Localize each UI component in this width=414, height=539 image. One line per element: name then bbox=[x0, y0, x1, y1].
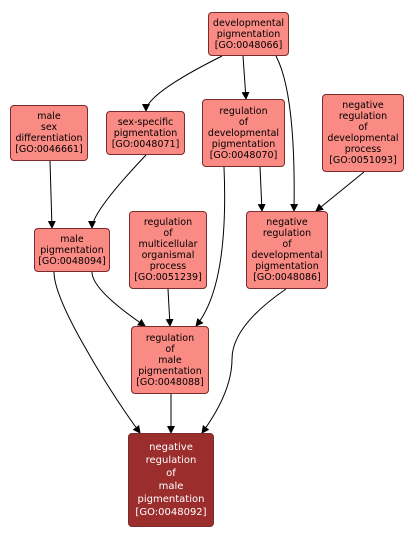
node-line: of bbox=[238, 116, 249, 128]
node-line: male bbox=[158, 354, 182, 366]
node-negative-regulation-of-developmental-process[interactable]: negative regulation of developmental pro… bbox=[322, 94, 404, 172]
node-line: pigmentation bbox=[113, 127, 178, 139]
node-line: pigmentation bbox=[216, 28, 281, 40]
node-line: [GO:0051239] bbox=[134, 272, 202, 283]
node-line: multicellular bbox=[138, 239, 198, 250]
node-line: pigmentation bbox=[255, 261, 319, 272]
node-line: pigmentation bbox=[138, 365, 202, 377]
node-negative-regulation-of-developmental-pigmentation[interactable]: negative regulation of developmental pig… bbox=[246, 211, 328, 289]
node-line: regulation bbox=[219, 105, 268, 117]
edge-arrow bbox=[195, 166, 226, 327]
edge-arrow bbox=[142, 55, 223, 112]
node-line: process bbox=[149, 261, 187, 272]
edge-arrow bbox=[88, 154, 147, 229]
node-regulation-of-male-pigmentation[interactable]: regulation of male pigmentation [GO:0048… bbox=[131, 326, 209, 394]
node-line: organismal bbox=[141, 250, 195, 261]
node-line: pigmentation bbox=[40, 244, 104, 256]
edge-arrow bbox=[165, 288, 174, 327]
node-line: of bbox=[166, 468, 176, 479]
node-line: of bbox=[163, 228, 173, 239]
node-male-pigmentation[interactable]: male pigmentation [GO:0048094] bbox=[34, 228, 110, 272]
node-sex-specific-pigmentation[interactable]: sex-specific pigmentation [GO:0048071] bbox=[106, 111, 185, 155]
node-line: pigmentation bbox=[211, 138, 276, 150]
node-line: male bbox=[158, 481, 184, 492]
node-line: [GO:0048071] bbox=[111, 138, 180, 150]
node-line: [GO:0051093] bbox=[329, 155, 397, 166]
node-line: regulation bbox=[262, 228, 312, 239]
node-line: [GO:0048088] bbox=[136, 376, 204, 388]
node-line: sex-specific bbox=[117, 116, 174, 128]
node-line: of bbox=[358, 122, 368, 133]
node-line: regulation bbox=[143, 217, 193, 228]
node-line: negative bbox=[266, 217, 308, 228]
node-line: regulation bbox=[338, 111, 388, 122]
node-line: male bbox=[37, 111, 61, 122]
node-negative-regulation-of-male-pigmentation[interactable]: negative regulation of male pigmentation… bbox=[128, 433, 214, 527]
edge-arrow bbox=[47, 160, 56, 229]
edge-arrow bbox=[91, 271, 146, 327]
node-line: process bbox=[344, 144, 382, 155]
node-line: developmental bbox=[212, 17, 285, 29]
node-line: developmental bbox=[327, 133, 399, 144]
edge-arrow bbox=[275, 55, 299, 212]
node-male-sex-differentiation[interactable]: male sex differentiation [GO:0046661] bbox=[10, 105, 88, 161]
edge-arrow bbox=[241, 55, 250, 100]
node-regulation-of-developmental-pigmentation[interactable]: regulation of developmental pigmentation… bbox=[202, 99, 285, 167]
node-line: developmental bbox=[251, 250, 323, 261]
node-line: of bbox=[282, 239, 292, 250]
node-line: developmental bbox=[207, 127, 280, 139]
node-developmental-pigmentation[interactable]: developmental pigmentation [GO:0048066] bbox=[208, 12, 289, 56]
node-line: [GO:0048086] bbox=[253, 272, 321, 283]
edge-arrow bbox=[257, 166, 266, 212]
node-line: regulation bbox=[145, 455, 197, 466]
edge-arrow bbox=[315, 171, 365, 212]
node-line: [GO:0048094] bbox=[38, 255, 106, 267]
node-line: negative bbox=[342, 100, 384, 111]
node-line: of bbox=[165, 343, 175, 355]
node-line: [GO:0048066] bbox=[214, 39, 283, 51]
node-regulation-of-multicellular-organismal-process[interactable]: regulation of multicellular organismal p… bbox=[129, 211, 207, 289]
edge-arrow bbox=[201, 288, 287, 434]
node-line: male bbox=[60, 233, 84, 245]
node-line: sex bbox=[40, 122, 58, 133]
node-line: [GO:0046661] bbox=[15, 144, 83, 155]
node-line: regulation bbox=[145, 332, 195, 344]
node-line: negative bbox=[149, 442, 193, 453]
node-line: pigmentation bbox=[137, 494, 205, 505]
node-line: [GO:0048092] bbox=[135, 507, 207, 518]
edge-arrow bbox=[53, 271, 141, 434]
node-line: differentiation bbox=[15, 133, 83, 144]
node-line: [GO:0048070] bbox=[209, 149, 278, 161]
